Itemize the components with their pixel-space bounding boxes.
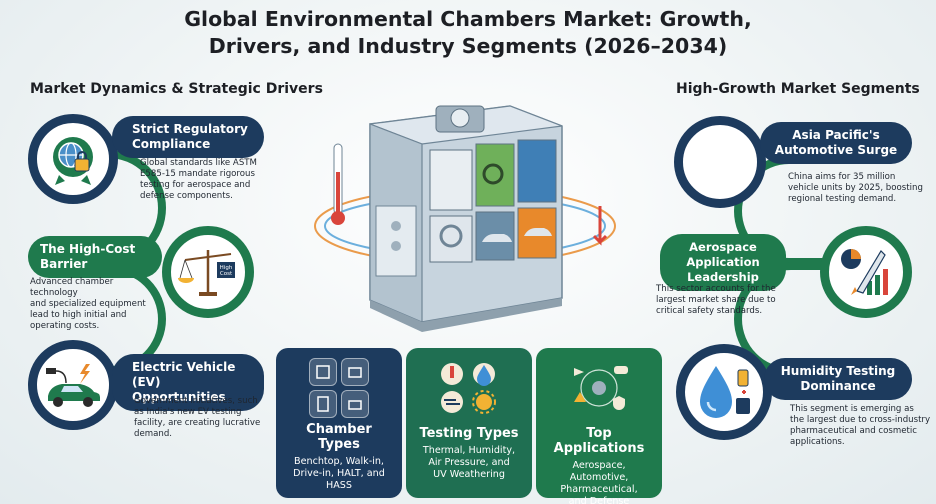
ev-icon-circle — [28, 340, 118, 430]
top-applications-icons — [574, 366, 628, 410]
ev-title-line-2: Opportunities — [132, 390, 226, 404]
desc-line: testing for aerospace and — [140, 180, 251, 190]
desc-line: Global standards like ASTM — [140, 158, 257, 168]
chamber-types-title: Chamber Types — [306, 422, 372, 452]
desc-line: applications. — [790, 437, 845, 447]
walk-in-chamber-icon — [309, 358, 337, 386]
desc-line: and specialized equipment — [30, 299, 146, 309]
drive-in-chamber-icon — [309, 390, 337, 418]
water-drop-vials-icon — [700, 366, 750, 418]
humidity-title-line-2: Dominance — [800, 379, 876, 393]
compliance-description: Global standards like ASTM E585-15 manda… — [140, 158, 280, 202]
high-cost-title-pill: The High-Cost Barrier — [28, 236, 162, 278]
balance-scale-icon: High Cost — [178, 250, 235, 296]
desc-line: China aims for 35 million — [788, 172, 896, 182]
globe-lock-icon — [53, 137, 93, 185]
desc-line: demand. — [134, 429, 173, 439]
desc-line: Pharmaceutical, — [560, 484, 638, 495]
testing-types-icons — [441, 363, 496, 414]
title-line-1: Global Environmental Chambers Market: Gr… — [184, 7, 752, 31]
desc-line: defense components. — [140, 191, 233, 201]
desc-line: This segment is emerging as — [790, 404, 914, 414]
desc-line: HASS — [326, 480, 352, 491]
desc-line: E585-15 mandate rigorous — [140, 169, 255, 179]
electric-car-icon — [46, 364, 100, 407]
desc-line: operating costs. — [30, 321, 100, 331]
compliance-title-line-2: Compliance — [132, 137, 211, 151]
top-applications-card: Top Applications Aerospace, Automotive, … — [536, 348, 662, 504]
ev-description: Government initiatives, such as India's … — [134, 396, 284, 440]
asia-pacific-description: China aims for 35 million vehicle units … — [788, 172, 932, 205]
testing-types-card: Testing Types Thermal, Humidity, Air Pre… — [406, 348, 532, 498]
aerospace-title-line-2: Application — [686, 255, 760, 269]
desc-line: Drive-in, HALT, and — [293, 468, 385, 479]
rocket-chart-icon — [841, 249, 888, 295]
top-applications-description: Aerospace, Automotive, Pharmaceutical, a… — [544, 460, 654, 504]
testing-types-title: Testing Types — [419, 426, 519, 441]
desc-line: and Defense — [568, 496, 630, 504]
humidity-description: This segment is emerging as the largest … — [790, 404, 934, 448]
desc-line: vehicle units by 2025, boosting — [788, 183, 923, 193]
desc-line: Government initiatives, such — [134, 396, 258, 406]
desc-line: Advanced chamber technology — [30, 277, 114, 298]
humidity-title-pill: Humidity Testing Dominance — [764, 358, 912, 400]
desc-line: as India's new EV testing — [134, 407, 242, 417]
environmental-chamber-illustration — [314, 105, 616, 332]
benchtop-chamber-icon — [341, 358, 369, 386]
left-section-heading: Market Dynamics & Strategic Drivers — [30, 81, 323, 97]
asia-pacific-title-line-1: Asia Pacific's — [792, 128, 880, 142]
asia-pacific-icon-circle — [674, 116, 766, 208]
ev-title-pill: Electric Vehicle (EV) Opportunities — [112, 354, 264, 411]
desc-line: Air Pressure, and — [428, 457, 510, 468]
aerospace-description: This sector accounts for the largest mar… — [656, 284, 806, 317]
humidity-title-line-1: Humidity Testing — [780, 364, 896, 378]
desc-line: This sector accounts for the — [656, 284, 776, 294]
desc-line: largest market share due to — [656, 295, 776, 305]
high-cost-icon-circle: High Cost — [162, 226, 254, 318]
chamber-types-icons — [304, 358, 374, 418]
ev-title-line-1: Electric Vehicle (EV) — [132, 360, 236, 389]
aerospace-title-line-3: Leadership — [687, 270, 759, 284]
desc-line: Aerospace, Automotive, — [569, 460, 629, 483]
right-section-heading: High-Growth Market Segments — [676, 81, 920, 97]
compliance-title-line-1: Strict Regulatory — [132, 122, 248, 136]
aerospace-title-pill: Aerospace Application Leadership — [660, 234, 786, 291]
high-cost-badge-line-1: High — [220, 265, 233, 271]
asia-pacific-title-line-2: Automotive Surge — [774, 143, 898, 157]
high-cost-description: Advanced chamber technology and speciali… — [30, 277, 162, 332]
desc-line: facility, are creating lucrative — [134, 418, 261, 428]
asia-pacific-title-pill: Asia Pacific's Automotive Surge — [760, 122, 912, 164]
desc-line: the largest due to cross-industry — [790, 415, 931, 425]
chamber-types-card: Chamber Types Benchtop, Walk-in, Drive-i… — [276, 348, 402, 498]
top-applications-title: Top Applications — [553, 426, 645, 456]
aerospace-icon-circle — [820, 226, 912, 318]
desc-line: lead to high initial and — [30, 310, 127, 320]
high-cost-title-line-1: The High-Cost — [40, 242, 136, 256]
high-cost-badge-line-2: Cost — [220, 271, 233, 277]
desc-line: Thermal, Humidity, — [422, 445, 516, 456]
high-cost-title-line-2: Barrier — [40, 257, 88, 271]
compliance-icon-circle — [28, 114, 118, 204]
desc-line: Benchtop, Walk-in, — [294, 456, 384, 467]
desc-line: pharmaceutical and cosmetic — [790, 426, 918, 436]
desc-line: UV Weathering — [433, 469, 505, 480]
desc-line: critical safety standards. — [656, 306, 763, 316]
compliance-title-pill: Strict Regulatory Compliance — [112, 116, 264, 158]
chamber-types-description: Benchtop, Walk-in, Drive-in, HALT, and H… — [284, 456, 394, 492]
humidity-icon-circle — [676, 344, 772, 440]
aerospace-title-line-1: Aerospace — [689, 240, 757, 254]
page-title: Global Environmental Chambers Market: Gr… — [0, 6, 936, 60]
testing-types-description: Thermal, Humidity, Air Pressure, and UV … — [414, 445, 524, 481]
desc-line: regional testing demand. — [788, 194, 897, 204]
title-line-2: Drivers, and Industry Segments (2026–203… — [208, 34, 728, 58]
halt-chamber-icon — [341, 390, 369, 418]
